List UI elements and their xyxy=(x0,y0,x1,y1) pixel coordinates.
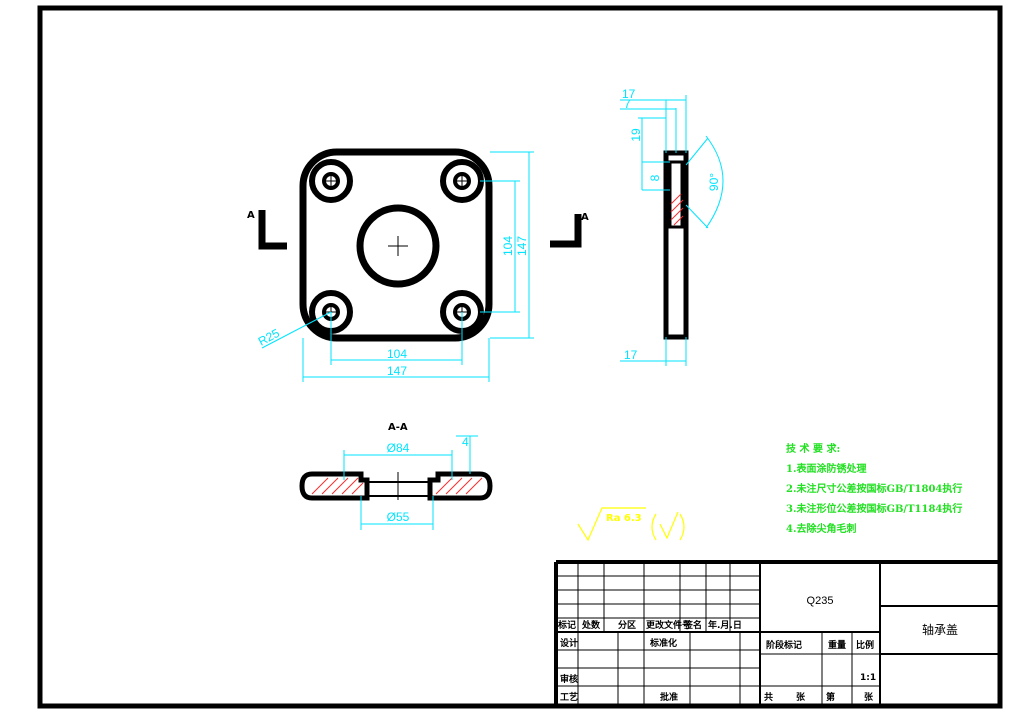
tb-reviewer: 审核 xyxy=(560,673,578,685)
tb-rev-header: 分区 xyxy=(618,619,636,631)
tb-sheets: 共 xyxy=(764,691,773,703)
bolt-hole xyxy=(309,159,353,203)
section-hatch-right xyxy=(435,477,483,495)
bolt-hole xyxy=(440,159,484,203)
side-hatch xyxy=(670,193,684,226)
tb-rev-header: 年.月.日 xyxy=(708,619,742,631)
dim-side-17-top: 17 xyxy=(622,87,636,101)
tech-req-item: 1.表面涂防锈处理 xyxy=(786,462,866,475)
tb-stage-header: 阶段标记 xyxy=(766,639,802,651)
section-title: A-A xyxy=(388,422,408,433)
tb-process: 工艺 xyxy=(560,691,578,703)
roughness-label: Ra 6.3 xyxy=(606,513,642,524)
dim-side-19: 19 xyxy=(629,128,643,142)
section-view: A-A Ø84 4 xyxy=(299,422,493,530)
dim-depth-4: 4 xyxy=(462,435,469,449)
tb-rev-header: 标记 xyxy=(557,619,576,631)
dim-r25: R25 xyxy=(256,326,282,349)
dim-147-horizontal: 147 xyxy=(387,364,407,378)
dim-side-7: 7 xyxy=(624,97,631,111)
tech-requirements: 技 术 要 求: 1.表面涂防锈处理 2.未注尺寸公差按国标GB/T1804执行… xyxy=(786,442,962,535)
side-bore xyxy=(668,160,684,229)
dim-side-angle: 90° xyxy=(707,173,721,191)
dim-d55: Ø55 xyxy=(387,510,410,524)
section-mark-left: A xyxy=(247,210,287,250)
tb-approve: 批准 xyxy=(660,691,678,703)
dim-104-horizontal: 104 xyxy=(387,347,407,361)
tb-sheets: 第 xyxy=(826,691,835,703)
drawing-frame xyxy=(37,5,1003,709)
tech-req-item: 4.去除尖角毛刺 xyxy=(786,522,856,535)
tb-rev-header: 签名 xyxy=(683,619,702,631)
tb-stage-header: 重量 xyxy=(828,639,846,651)
tb-rev-header: 更改文件号 xyxy=(646,619,691,631)
title-block: 标记 处数 分区 更改文件号 签名 年.月.日 设计 标准化 审核 工艺 批准 … xyxy=(554,560,1000,706)
tb-part-name: 轴承盖 xyxy=(922,622,958,637)
tech-req-title: 技 术 要 求: xyxy=(786,442,840,455)
tb-sheets: 张 xyxy=(796,691,806,703)
dim-104-vertical: 104 xyxy=(501,236,515,256)
side-view: 17 7 19 8 90° 17 xyxy=(620,87,724,366)
tech-req-item: 3.未注形位公差按国标GB/T1184执行 xyxy=(786,502,962,515)
dim-horizontal: 104 147 xyxy=(302,312,490,382)
section-mark-right: A xyxy=(550,212,589,248)
tb-material: Q235 xyxy=(807,595,834,607)
section-hatch-left xyxy=(311,477,364,495)
dim-vertical: 104 147 xyxy=(480,151,534,339)
section-left-body xyxy=(299,471,370,501)
dim-147-vertical: 147 xyxy=(515,236,529,256)
front-view: A A 104 147 104 147 xyxy=(247,148,589,382)
dim-side-8: 8 xyxy=(648,174,662,181)
tech-req-item: 2.未注尺寸公差按国标GB/T1804执行 xyxy=(786,482,962,495)
section-mark-label: A xyxy=(247,210,255,221)
tb-rev-header: 处数 xyxy=(581,619,601,631)
tb-sheets: 张 xyxy=(864,691,874,703)
dim-side-17-bottom: 17 xyxy=(624,348,638,362)
tb-scale: 1:1 xyxy=(860,673,876,683)
section-mark-label: A xyxy=(581,212,589,223)
section-right-body xyxy=(427,471,493,501)
tb-designer: 设计 xyxy=(560,637,578,649)
dim-d84: Ø84 xyxy=(387,441,410,455)
tb-stage-header: 比例 xyxy=(856,639,874,651)
revision-grid xyxy=(556,562,760,706)
roughness-symbol: Ra 6.3 xyxy=(577,507,685,542)
tb-standardization: 标准化 xyxy=(649,637,677,649)
